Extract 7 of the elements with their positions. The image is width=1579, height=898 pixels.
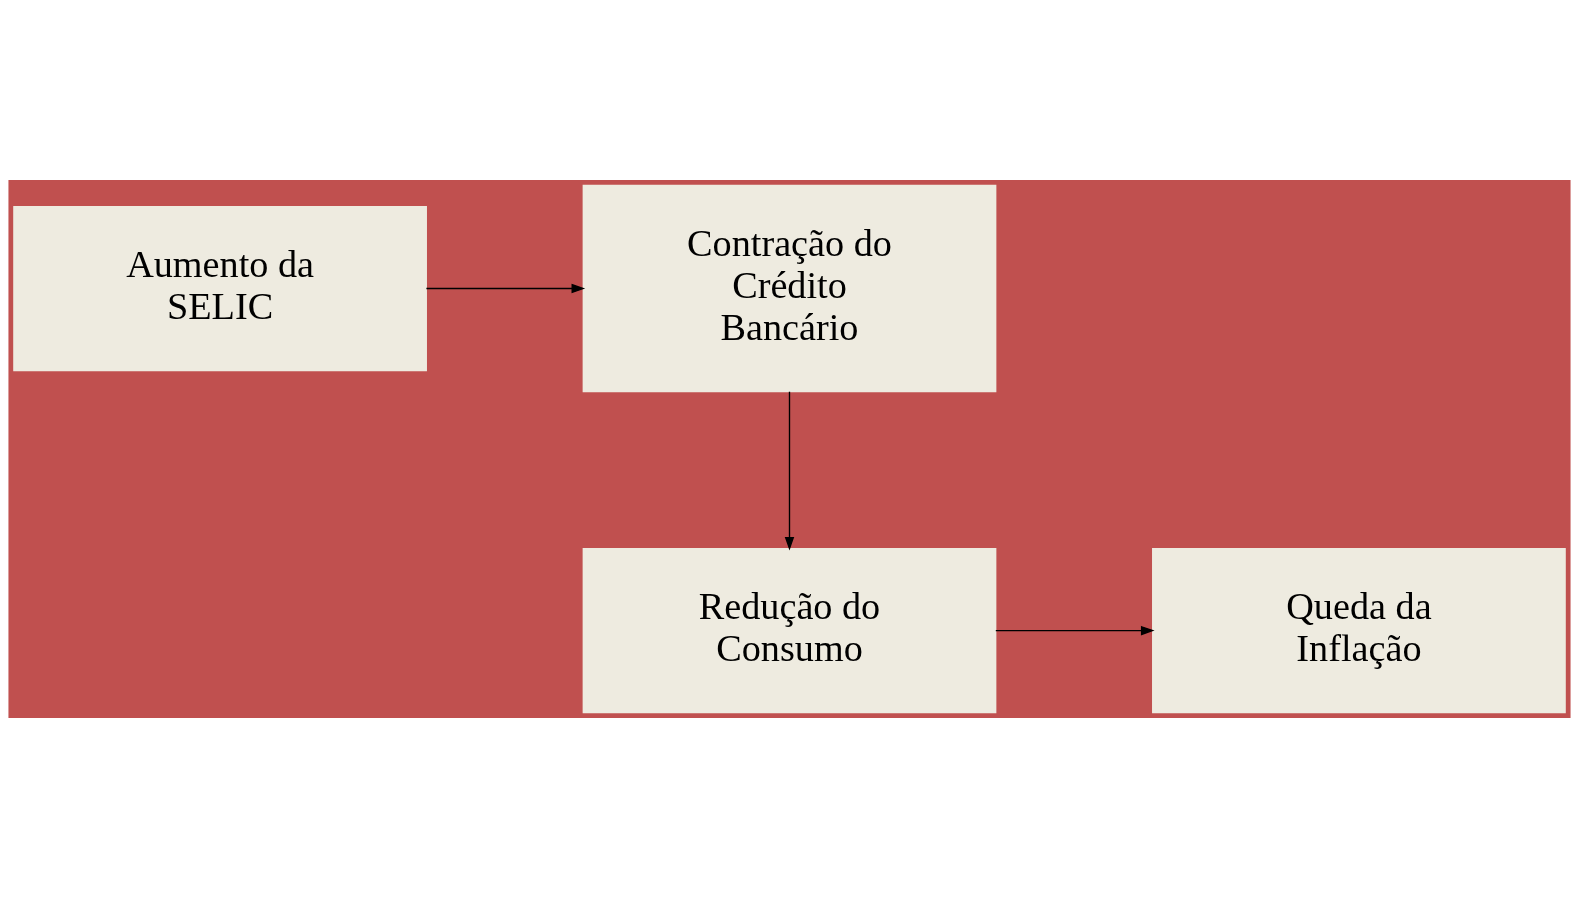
node-box: Aumento da SELIC <box>13 205 427 372</box>
node-box: Redução do Consumo <box>582 548 997 714</box>
node-box: Queda da Inflação <box>1152 548 1566 714</box>
arrow <box>784 391 795 551</box>
arrow <box>425 283 586 294</box>
arrow <box>995 625 1155 636</box>
node-box: Contração do Crédito Bancário <box>582 184 997 393</box>
